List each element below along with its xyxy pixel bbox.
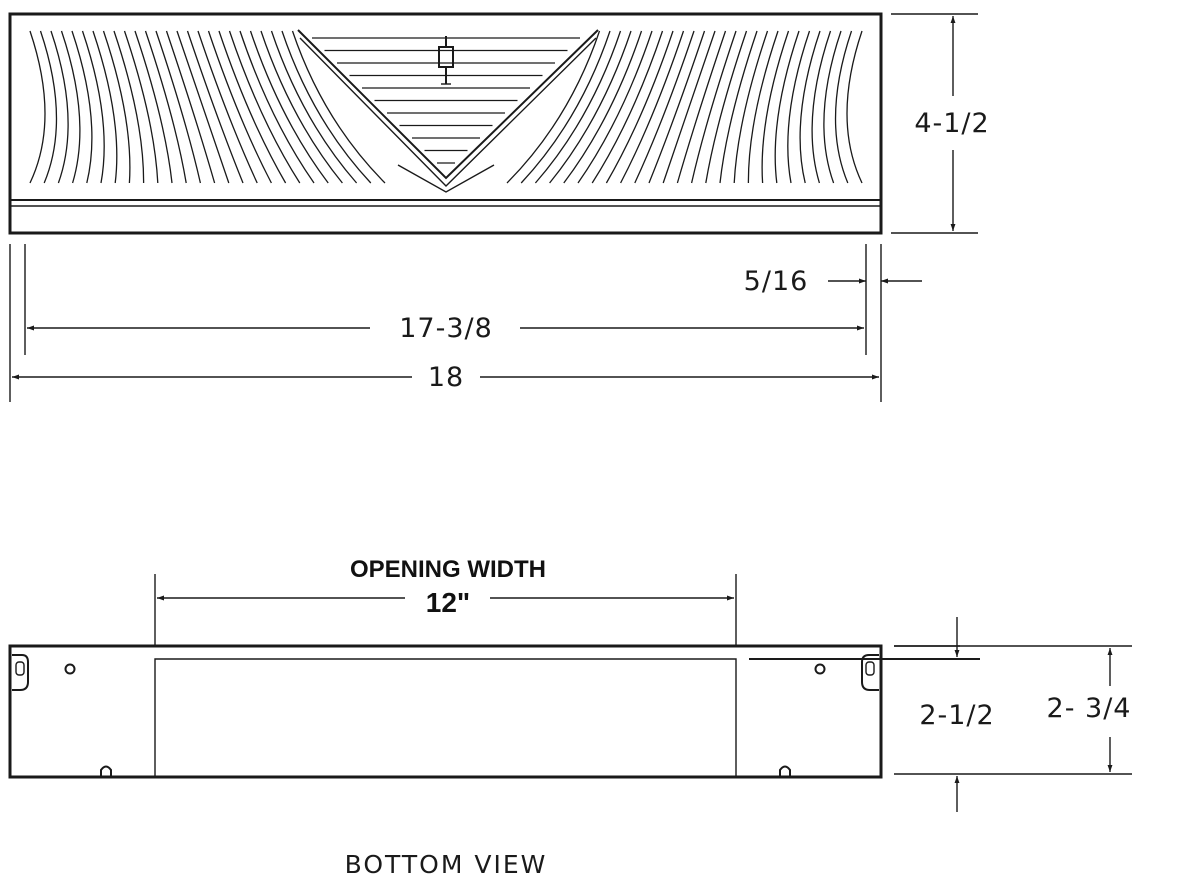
- louver-fin-right-10: [719, 30, 758, 184]
- louver-fin-right-9: [733, 30, 769, 184]
- louver-fin-right-3: [811, 30, 832, 184]
- louver-fin-right-16: [634, 30, 695, 184]
- louver-fin-right-25: [506, 30, 601, 184]
- louver-fin-right-19: [591, 30, 664, 184]
- louver-fin-left-5: [81, 30, 105, 184]
- louver-fin-right-0: [846, 30, 863, 184]
- inner-width-label: 17-3/8: [399, 313, 493, 344]
- flange-offset-label: 5/16: [744, 266, 809, 297]
- center-vee: [297, 29, 599, 193]
- louver-fin-left-15: [186, 30, 244, 184]
- louver-fin-right-17: [620, 30, 685, 184]
- louver-fin-left-8: [113, 30, 145, 184]
- dimension-height: 4-1/2: [891, 13, 989, 234]
- louver-fin-right-5: [787, 30, 811, 184]
- bottom-view-frame: [8, 644, 883, 779]
- louver-fin-left-3: [60, 30, 81, 184]
- grille-frame: [8, 12, 883, 235]
- opening-width-label: OPENING WIDTH: [350, 556, 546, 583]
- louver-fin-left-4: [71, 30, 93, 184]
- opening-outline: [154, 658, 737, 777]
- louver-fin-left-6: [92, 30, 118, 184]
- louver-fin-left-0: [29, 30, 46, 184]
- depth-inner-label: 2-1/2: [919, 700, 994, 731]
- louver-fin-right-11: [705, 30, 748, 184]
- dimension-flange-offset: 5/16: [744, 244, 922, 402]
- louver-fin-left-20: [239, 30, 315, 184]
- louver-fin-right-2: [823, 30, 842, 184]
- louver-fin-right-24: [520, 30, 611, 184]
- louver-fin-left-13: [165, 30, 216, 184]
- louver-fin-left-14: [176, 30, 230, 184]
- louver-fin-left-7: [102, 30, 131, 184]
- louver-fin-right-1: [834, 30, 853, 184]
- bottom-view: [8, 644, 980, 779]
- louver-fin-right-13: [676, 30, 727, 184]
- louver-fin-right-12: [690, 30, 737, 184]
- end-clip-right: [861, 654, 879, 691]
- dimension-inner-width: 17-3/8: [9, 244, 864, 402]
- mounting-hole-right: [814, 663, 826, 675]
- damper-knob: [438, 36, 454, 85]
- louver-fin-left-2: [50, 30, 69, 184]
- louver-fin-left-1: [39, 30, 58, 184]
- dimension-overall-width: 18: [12, 362, 879, 393]
- louver-fin-right-7: [761, 30, 790, 184]
- louver-fin-left-23: [270, 30, 358, 184]
- louver-fin-left-12: [155, 30, 202, 184]
- louver-fin-right-14: [662, 30, 716, 184]
- louver-fin-right-18: [605, 30, 674, 184]
- depth-outer-label: 2- 3/4: [1047, 693, 1132, 724]
- louver-fin-left-19: [228, 30, 301, 184]
- louver-fin-right-15: [648, 30, 706, 184]
- height-label: 4-1/2: [914, 108, 989, 139]
- end-clip-left: [12, 654, 29, 691]
- louver-fin-left-25: [291, 30, 386, 184]
- louver-fin-left-11: [144, 30, 187, 184]
- louver-fin-right-21: [563, 30, 643, 184]
- louver-fin-left-17: [207, 30, 272, 184]
- louver-fin-left-18: [218, 30, 287, 184]
- louver-fin-left-16: [197, 30, 258, 184]
- louver-fin-right-8: [747, 30, 779, 184]
- opening-width-value: 12": [426, 587, 470, 618]
- louver-fin-right-22: [549, 30, 632, 184]
- bottom-tab-right: [779, 765, 791, 777]
- louver-fins: [29, 30, 863, 184]
- louver-fin-left-24: [281, 30, 372, 184]
- louver-fin-left-22: [260, 30, 343, 184]
- louver-fin-right-20: [577, 30, 653, 184]
- dimension-depth-outer: 2- 3/4: [894, 645, 1132, 772]
- louver-fin-right-4: [799, 30, 821, 184]
- louver-fin-left-21: [249, 30, 329, 184]
- opening-width-dimension: OPENING WIDTH 12": [154, 556, 737, 645]
- louver-fin-left-9: [123, 30, 159, 184]
- overall-width-label: 18: [428, 362, 464, 393]
- louver-fin-left-10: [134, 30, 173, 184]
- bottom-view-caption: BOTTOM VIEW: [345, 850, 548, 879]
- mounting-hole-left: [64, 663, 76, 675]
- front-view: [8, 12, 883, 235]
- louver-fin-right-23: [534, 30, 622, 184]
- bottom-tab-left: [100, 765, 112, 777]
- louver-fin-right-6: [774, 30, 800, 184]
